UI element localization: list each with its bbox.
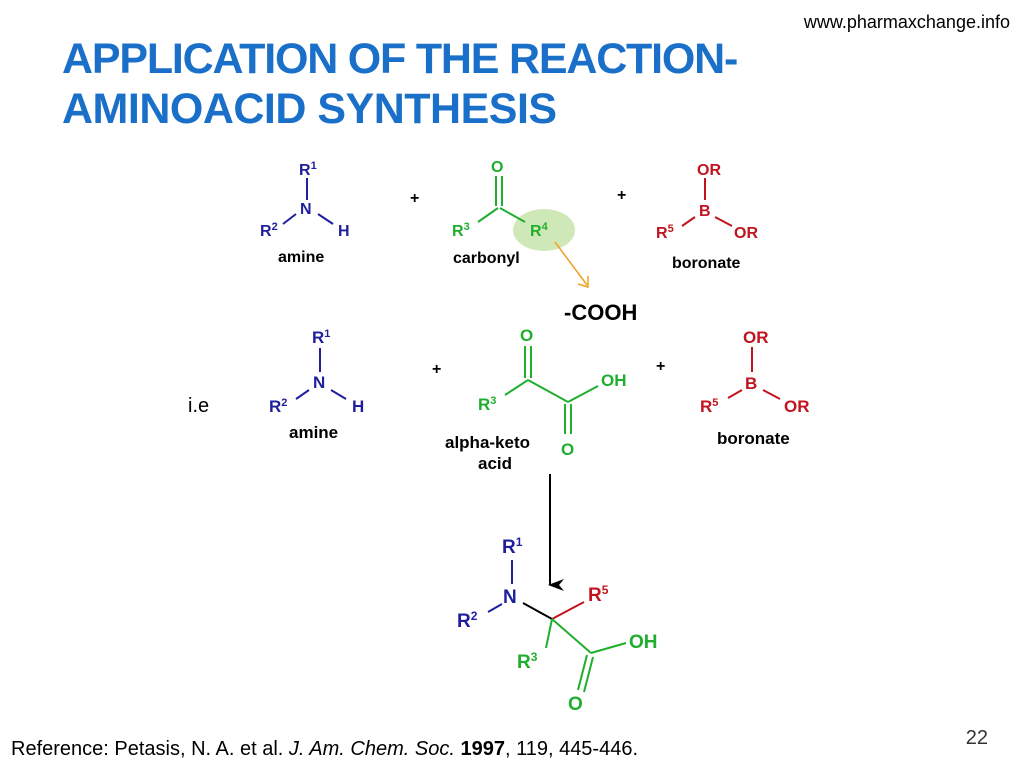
svg-text:R5: R5 — [700, 397, 718, 416]
product-oh: OH — [629, 632, 658, 653]
ie-label: i.e — [188, 395, 210, 417]
top-boronate-or-top: OR — [697, 162, 721, 179]
svg-text:R2: R2 — [269, 397, 287, 416]
title-line-1: APPLICATION OF THE REACTION- — [62, 35, 738, 83]
product-o: O — [568, 694, 583, 715]
top-boronate-label: boronate — [672, 255, 741, 272]
svg-text:R3: R3 — [478, 395, 496, 414]
product-r5: R — [588, 585, 602, 606]
top-carbonyl-label: carbonyl — [453, 250, 520, 267]
top-plus-1: + — [410, 190, 419, 207]
svg-text:R4: R4 — [530, 221, 549, 240]
svg-text:R1: R1 — [299, 160, 317, 179]
title-line-2: AMINOACID SYNTHESIS — [62, 85, 557, 133]
middle-plus-1: + — [432, 361, 441, 378]
keto-acid-o-bottom: O — [561, 440, 574, 459]
top-carbonyl-r4: R — [530, 223, 542, 240]
middle-amine-r1: R — [312, 328, 324, 347]
keto-acid-r3: R — [478, 395, 490, 414]
middle-boronate-or-top: OR — [743, 328, 769, 347]
reference-suffix: , 119, 445-446. — [504, 738, 639, 760]
top-amine: R1 N R2 H — [260, 160, 350, 240]
middle-boronate-or-right: OR — [784, 397, 810, 416]
top-carbonyl: O R3 R4 — [452, 159, 549, 240]
middle-boronate-b: B — [745, 374, 757, 393]
middle-amine-label: amine — [289, 423, 338, 442]
middle-amine-n: N — [313, 373, 325, 392]
reference: Reference: Petasis, N. A. et al. J. Am. … — [11, 738, 638, 761]
product-n: N — [503, 587, 517, 608]
top-carbonyl-r3: R — [452, 223, 464, 240]
replacement-arrow — [554, 241, 589, 289]
keto-acid-oh: OH — [601, 371, 627, 390]
middle-amine: R1 N R2 H — [269, 328, 364, 416]
site-url: www.pharmaxchange.info — [803, 12, 1010, 32]
svg-text:R1: R1 — [502, 535, 523, 558]
page-number: 22 — [965, 727, 988, 749]
reference-prefix: Reference: Petasis, N. A. et al. — [11, 738, 289, 760]
middle-amine-h: H — [352, 397, 364, 416]
svg-text:R3: R3 — [517, 650, 538, 673]
slide-title: APPLICATION OF THE REACTION- AMINOACID S… — [62, 34, 738, 134]
top-boronate-r5: R — [656, 225, 668, 242]
svg-text:R5: R5 — [588, 583, 609, 606]
top-carbonyl-o: O — [491, 159, 503, 176]
svg-text:R3: R3 — [452, 221, 470, 240]
top-amine-r1: R — [299, 162, 311, 179]
keto-acid-label-2: acid — [478, 454, 512, 473]
keto-acid-label-1: alpha-keto — [445, 433, 530, 452]
top-boronate: OR B R5 OR — [656, 162, 758, 242]
svg-text:R5: R5 — [656, 223, 674, 242]
middle-plus-2: + — [656, 358, 665, 375]
middle-boronate: OR B R5 OR — [700, 328, 810, 416]
top-amine-h: H — [338, 223, 350, 240]
top-boronate-or-right: OR — [734, 225, 758, 242]
product: R1 N R2 R5 OH R3 O — [457, 535, 658, 715]
cooh-replacement: -COOH — [564, 300, 637, 325]
middle-amine-r2: R — [269, 397, 281, 416]
r4-highlight — [513, 209, 575, 251]
top-amine-label: amine — [278, 249, 324, 266]
middle-boronate-r5: R — [700, 397, 712, 416]
reference-year: 1997 — [460, 738, 505, 760]
svg-text:R1: R1 — [312, 328, 330, 347]
middle-boronate-label: boronate — [717, 429, 790, 448]
top-plus-2: + — [617, 187, 626, 204]
svg-text:R2: R2 — [260, 221, 278, 240]
product-r2: R — [457, 611, 471, 632]
top-boronate-b: B — [699, 203, 711, 220]
product-r1: R — [502, 537, 516, 558]
keto-acid-o-top: O — [520, 326, 533, 345]
svg-text:R2: R2 — [457, 609, 478, 632]
reference-journal: J. Am. Chem. Soc. — [288, 738, 455, 760]
top-amine-r2: R — [260, 223, 272, 240]
product-r3: R — [517, 652, 531, 673]
top-amine-n: N — [300, 201, 312, 218]
middle-keto-acid: O OH R3 O — [478, 326, 627, 459]
